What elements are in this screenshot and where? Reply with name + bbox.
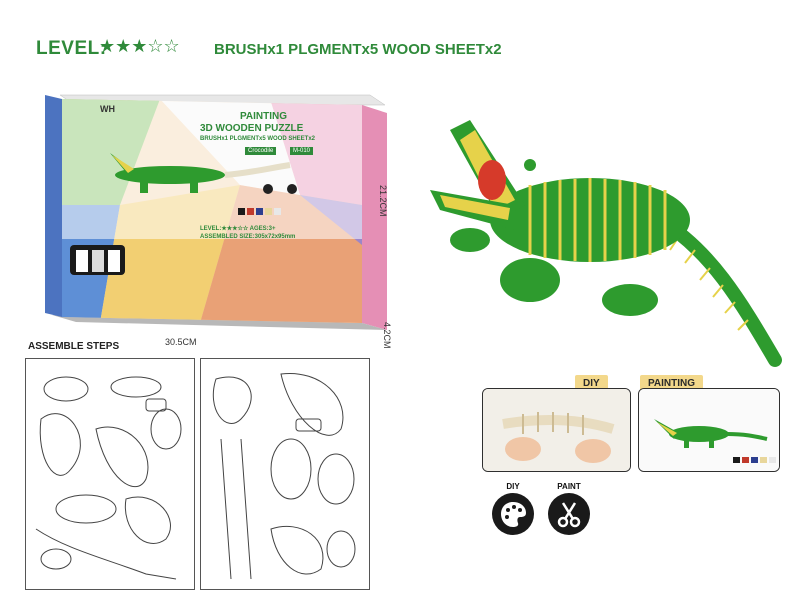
diy-photo <box>482 388 631 472</box>
scissors-icon-glyph <box>557 502 581 528</box>
box-contents: BRUSHx1 PLGMENTx5 WOOD SHEETx2 <box>200 136 316 142</box>
crocodile-illustration <box>430 120 782 367</box>
level-label: LEVEL: <box>36 38 107 59</box>
box-product-name: Crocodile <box>245 147 277 155</box>
box-level-line: LEVEL:★★★☆☆ AGES:3+ <box>200 226 276 232</box>
wood-sheet-1 <box>25 358 195 590</box>
box-model: M-010 <box>290 147 314 155</box>
painting-tag: PAINTING <box>640 375 704 392</box>
assemble-steps-label: ASSEMBLE STEPS <box>28 341 120 352</box>
box-assembled-size: ASSEMBLED SIZE:305x72x95mm <box>200 234 296 240</box>
palette-icon-glyph <box>501 502 526 527</box>
diy-icon-label: DIY <box>506 482 520 491</box>
wood-sheet-2 <box>200 358 370 590</box>
box-title-line2: 3D WOODEN PUZZLE <box>200 123 304 134</box>
scissors-icon <box>548 493 590 535</box>
crocodile-model-image <box>430 110 790 370</box>
wood-sheet-1-parts <box>35 376 182 580</box>
dimension-width: 30.5CM <box>165 337 197 347</box>
box-brand: WH <box>100 104 115 114</box>
painting-photo-illustration <box>639 389 779 471</box>
level-stars: ★★★☆☆ <box>99 36 180 56</box>
dimension-depth: 4.2CM <box>382 322 392 349</box>
dimension-height: 21.2CM <box>378 185 388 217</box>
product-box: WH PAINTING 3D WOODEN PUZZLE BRUSHx1 PLG… <box>40 85 395 345</box>
box-illustration <box>45 94 387 330</box>
diy-tag: DIY <box>575 375 608 392</box>
paint-icon-label: PAINT <box>557 482 581 491</box>
wood-sheet-2-parts <box>212 372 356 580</box>
painting-photo <box>638 388 780 472</box>
palette-icon <box>492 493 534 535</box>
box-title-line1: PAINTING <box>240 111 288 122</box>
diy-photo-illustration <box>483 389 630 471</box>
contents-text: BRUSHx1 PLGMENTx5 WOOD SHEETx2 <box>214 41 502 58</box>
